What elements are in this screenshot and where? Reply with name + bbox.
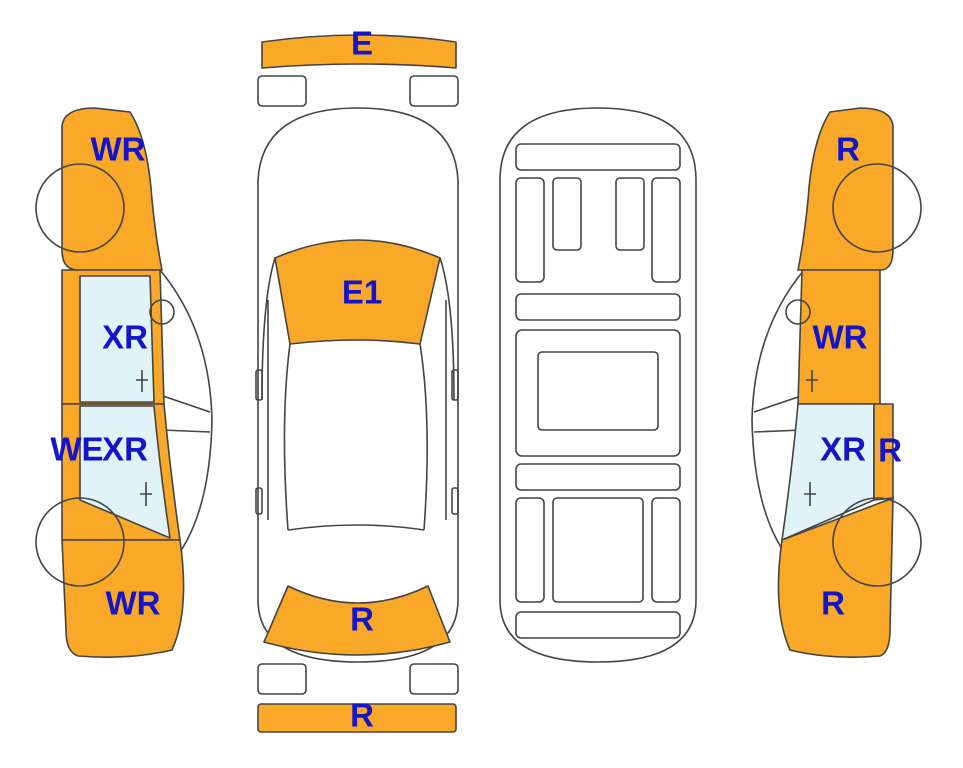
right-roof-edge: [419, 343, 428, 531]
right-rear-handle: [451, 487, 459, 515]
front-bumper-panel[interactable]: [261, 34, 457, 69]
right-a-pillar: [439, 257, 455, 401]
right-rear-quarter-label: R: [821, 585, 845, 622]
front-bumper-group[interactable]: E: [261, 25, 457, 69]
underbody-view: [499, 107, 697, 663]
left-mirror-circle: [149, 299, 175, 325]
right-front-fender-panel[interactable]: [797, 107, 894, 271]
right-rocker-label: R: [878, 432, 902, 469]
underbody-fuel-tank: [552, 497, 644, 603]
front-bumper-label: E: [351, 25, 373, 62]
right-side-roof-outline: [751, 269, 805, 566]
underbody-center-panel: [537, 351, 659, 431]
rear-left-light: [257, 663, 307, 695]
underbody-front-left-mount: [552, 177, 582, 251]
right-rear-door-label: XR: [820, 431, 866, 468]
underbody-rear-panel: [515, 611, 681, 639]
right-side-view: R WR XR R R: [751, 107, 922, 658]
top-view: E1 R: [255, 107, 459, 663]
rear-bumper-panel[interactable]: [257, 703, 457, 733]
right-front-fender-label: R: [836, 131, 860, 168]
right-mirror-circle: [785, 299, 811, 325]
left-rear-quarter-panel[interactable]: [61, 539, 185, 658]
right-front-handle: [806, 370, 818, 392]
underbody-outline: [499, 107, 697, 663]
trunk-label: R: [350, 601, 374, 638]
rear-bumper-label: R: [350, 697, 374, 734]
left-side-roof-outline: [159, 269, 213, 566]
left-side-view: WR XR WE XR WR: [35, 107, 213, 658]
left-rear-handle: [140, 482, 152, 506]
left-front-door-glass: [79, 275, 155, 403]
left-front-handle: [136, 370, 148, 392]
left-rear-quarter-label: WR: [106, 585, 161, 622]
underbody-front-right-rail: [651, 177, 681, 283]
left-front-door-label: XR: [102, 319, 148, 356]
right-front-wheel: [832, 163, 922, 253]
left-side-note-label: WE: [50, 431, 103, 468]
left-rear-handle: [255, 487, 263, 515]
left-rear-wheel: [35, 497, 125, 587]
hood-label: E1: [342, 274, 382, 311]
underbody-front-crossmember: [515, 143, 681, 171]
rear-window-top: [287, 524, 425, 531]
rear-right-light: [409, 663, 459, 695]
underbody-rear-left-rail: [515, 497, 545, 603]
underbody-mid-crossmember: [515, 293, 681, 321]
underbody-front-right-mount: [615, 177, 645, 251]
front-right-headlight: [409, 75, 459, 107]
left-front-wheel: [35, 163, 125, 253]
underbody-front-left-rail: [515, 177, 545, 283]
right-front-door-label: WR: [813, 319, 868, 356]
rear-bumper-group[interactable]: R: [257, 697, 457, 734]
top-view-body-outline: [257, 107, 459, 663]
right-rear-wheel: [832, 497, 922, 587]
left-front-fender-panel[interactable]: [61, 107, 163, 271]
left-roof-edge: [283, 343, 291, 531]
right-side-mirror-lines: [753, 394, 805, 433]
left-rear-door-label: XR: [102, 431, 148, 468]
right-mirror: [451, 369, 459, 401]
left-front-fender-label: WR: [91, 131, 146, 168]
underbody-rear-crossmember: [515, 463, 681, 491]
right-rear-quarter-panel[interactable]: [777, 497, 894, 658]
front-left-headlight: [257, 75, 307, 107]
underbody-rear-right-rail: [651, 497, 681, 603]
right-rear-handle: [804, 482, 816, 506]
left-mirror: [255, 369, 263, 401]
underbody-floor-pan: [515, 329, 681, 457]
left-side-mirror-lines: [159, 394, 211, 433]
trunk-panel[interactable]: [263, 585, 451, 656]
